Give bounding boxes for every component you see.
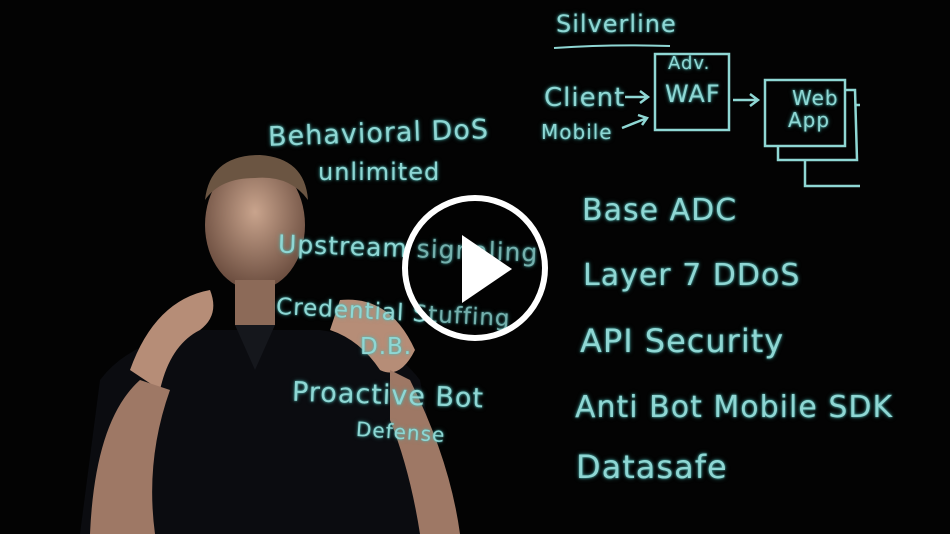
play-button[interactable] (402, 195, 548, 341)
mobile-label: Mobile (541, 120, 613, 144)
webapp-box-top: Web (792, 86, 839, 110)
client-label: Client (544, 83, 626, 113)
item-anti-bot-sdk: Anti Bot Mobile SDK (575, 390, 894, 425)
item-layer7-ddos: Layer 7 DDoS (583, 258, 801, 293)
presenter-figure (80, 155, 460, 534)
title-underline (553, 44, 671, 49)
waf-box-top: Adv. (668, 53, 711, 74)
item-api-security: API Security (580, 322, 785, 360)
board-title: Silverline (556, 10, 677, 38)
play-icon (462, 235, 512, 303)
note-credential-db: D.B. (360, 334, 413, 360)
flow-arrows (621, 52, 860, 188)
note-behavioral-unlimited: unlimited (318, 158, 441, 186)
item-datasafe: Datasafe (576, 448, 728, 486)
waf-box-bottom: WAF (665, 80, 721, 108)
item-base-adc: Base ADC (582, 193, 738, 228)
webapp-box-bottom: App (788, 108, 831, 132)
